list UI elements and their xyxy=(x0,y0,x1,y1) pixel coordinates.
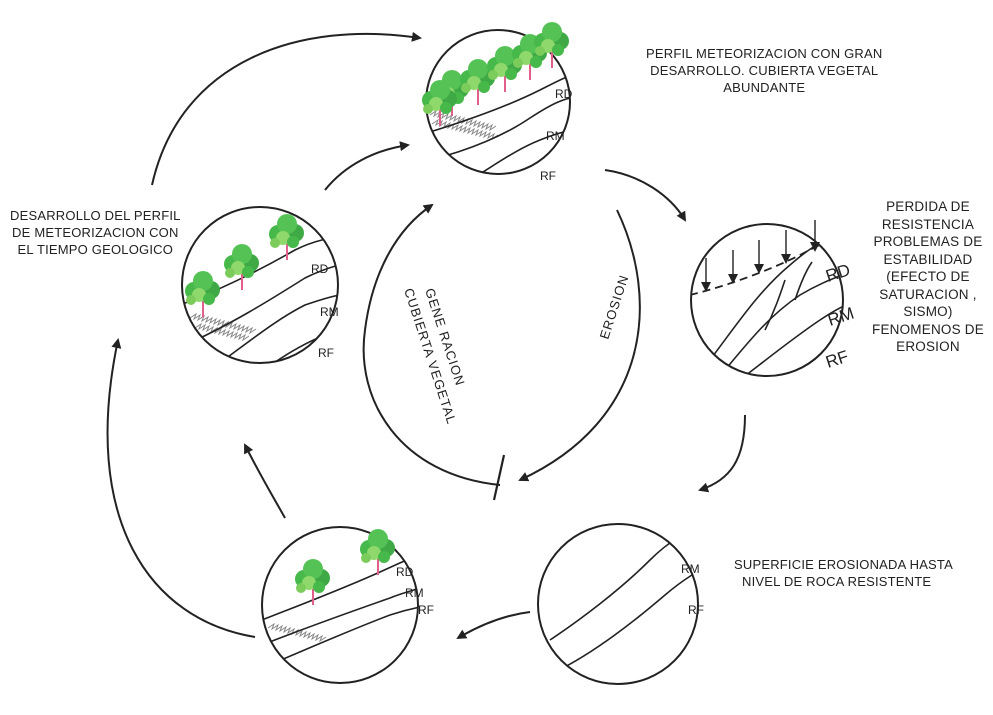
caption-line: EL TIEMPO GEOLOGICO xyxy=(17,242,174,257)
caption-line: PERFIL METEORIZACION CON GRAN xyxy=(646,46,883,61)
label-rm-right: RM xyxy=(825,304,856,330)
label-rd-bottom-left: RD xyxy=(396,565,414,579)
arrow-left-to-top-outer xyxy=(151,31,422,186)
label-rf-top: RF xyxy=(540,169,556,183)
profile-stage-developing: RD RM RF xyxy=(181,206,339,364)
caption-line: (EFECTO DE xyxy=(886,269,970,284)
arrow-erosion xyxy=(518,209,641,482)
profile-stage-initial: RD RM RF xyxy=(261,526,434,684)
arrow-left-to-top-inner xyxy=(324,141,410,191)
arrow-bottom-left-to-left-outer xyxy=(106,338,256,638)
profile-stage-mature: RD RM RF xyxy=(421,21,573,183)
erosion-label: EROSION xyxy=(597,273,632,341)
caption-line: DE METEORIZACION CON xyxy=(12,225,179,240)
caption-profile-development: DESARROLLO DEL PERFIL DE METEORIZACION C… xyxy=(10,207,181,258)
caption-eroded-surface: SUPERFICIE EROSIONADA HASTA NIVEL DE ROC… xyxy=(734,556,953,590)
caption-mature-profile: PERFIL METEORIZACION CON GRAN DESARROLLO… xyxy=(646,45,882,96)
label-rm-bottom-right: RM xyxy=(681,562,700,576)
label-rf-bottom-left: RF xyxy=(418,603,434,617)
cycle-break-mark xyxy=(492,454,506,501)
caption-line: NIVEL DE ROCA RESISTENTE xyxy=(742,574,932,589)
profile-stage-instability: RD RM RF xyxy=(690,220,856,377)
label-rd-top: RD xyxy=(555,87,573,101)
caption-strength-loss: PERDIDA DE RESISTENCIA PROBLEMAS DE ESTA… xyxy=(872,198,984,356)
caption-line: DESARROLLO. CUBIERTA VEGETAL xyxy=(650,63,879,78)
label-rf-left: RF xyxy=(318,346,334,360)
caption-line: SATURACION , xyxy=(879,286,977,302)
caption-line: SISMO) xyxy=(903,304,953,319)
arrow-bottom-left-to-left-inner xyxy=(244,443,286,519)
caption-line: PROBLEMAS DE xyxy=(873,234,983,249)
caption-line: ESTABILIDAD xyxy=(883,251,973,267)
caption-line: DESARROLLO DEL PERFIL xyxy=(10,208,181,223)
caption-line: ABUNDANTE xyxy=(723,80,806,95)
profile-stage-eroded: RM RF xyxy=(537,523,704,685)
label-rm-left: RM xyxy=(320,305,339,319)
caption-line: RESISTENCIA xyxy=(881,216,975,232)
caption-line: EROSION xyxy=(896,339,960,354)
arrow-right-to-bottom-right xyxy=(698,414,746,493)
label-rm-bottom-left: RM xyxy=(405,586,424,600)
arrow-top-to-right xyxy=(604,169,687,222)
label-rm-top: RM xyxy=(546,129,565,143)
label-rf-right: RF xyxy=(823,347,850,372)
cycle-arrows xyxy=(106,31,746,640)
arrow-regeneration xyxy=(362,203,501,486)
label-rd-right: RD xyxy=(823,260,852,286)
caption-line: FENOMENOS DE xyxy=(872,321,984,337)
caption-line: PERDIDA DE xyxy=(886,199,970,214)
caption-line: SUPERFICIE EROSIONADA HASTA xyxy=(734,557,953,572)
arrow-bottom-right-to-bottom-left xyxy=(456,611,531,640)
label-rf-bottom-right: RF xyxy=(688,603,704,617)
label-rd-left: RD xyxy=(311,262,329,276)
